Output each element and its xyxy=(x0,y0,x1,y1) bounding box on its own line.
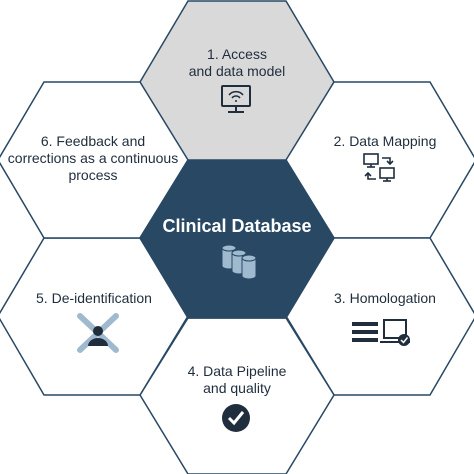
check-circle-icon xyxy=(222,404,250,432)
step-feedback-line-2: corrections as a continuous xyxy=(7,150,179,166)
step-feedback-line-3: process xyxy=(68,167,118,183)
step-label-pipeline: 4. Data Pipeline and quality xyxy=(150,363,324,397)
list-laptop-check-icon xyxy=(352,319,410,346)
database-icon xyxy=(221,244,257,280)
step-access-line-1: 1. Access xyxy=(207,46,267,62)
person-x-icon xyxy=(77,313,119,353)
hex-center xyxy=(139,159,335,319)
step-label-deidentification: 5. De-identification xyxy=(4,290,184,307)
step-label-mapping: 2. Data Mapping xyxy=(300,133,470,150)
step-label-feedback: 6. Feedback and corrections as a continu… xyxy=(0,133,186,184)
step-homologation-line-1: 3. Homologation xyxy=(334,290,436,306)
step-feedback-line-1: 6. Feedback and xyxy=(40,133,146,149)
step-access-line-2: and data model xyxy=(188,63,286,79)
center-title: Clinical Database xyxy=(162,216,312,236)
step-deidentification-line-1: 5. De-identification xyxy=(36,290,152,306)
step-mapping-line-1: 2. Data Mapping xyxy=(333,133,437,149)
step-pipeline-line-1: 4. Data Pipeline xyxy=(187,363,287,379)
step-pipeline-line-2: and quality xyxy=(203,380,271,396)
step-label-homologation: 3. Homologation xyxy=(300,290,470,307)
monitor-wifi-icon xyxy=(221,85,251,113)
computer-sync-icon xyxy=(363,153,395,182)
step-label-access: 1. Access and data model xyxy=(150,46,324,80)
